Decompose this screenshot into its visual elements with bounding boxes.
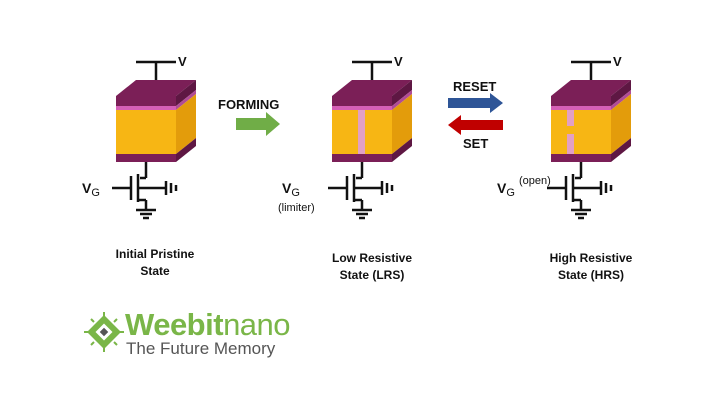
- filament-lower: [567, 134, 574, 154]
- weebit-logo: Weebitnano The Future Memory: [84, 307, 291, 358]
- top-face: [551, 80, 631, 96]
- memory-cell-pristine: [116, 80, 196, 162]
- v-label: V: [394, 54, 403, 69]
- memory-cell-lrs: [332, 80, 412, 162]
- top-face: [332, 80, 412, 96]
- top-face: [116, 80, 196, 96]
- set-label: SET: [463, 136, 488, 151]
- forming-label: FORMING: [218, 97, 279, 112]
- state-caption-line2: State: [140, 264, 170, 278]
- logo-wordmark: Weebitnano: [125, 307, 290, 342]
- top-electrode: [551, 96, 611, 106]
- vg-label: VG: [497, 180, 515, 199]
- side-bottom: [392, 138, 412, 162]
- cell-hrs: V: [497, 54, 633, 282]
- bottom-electrode: [551, 154, 611, 162]
- side-cap: [176, 80, 196, 106]
- access-transistor: [112, 162, 178, 220]
- limiter-label: (limiter): [278, 202, 315, 214]
- top-electrode: [332, 96, 392, 106]
- reset-label: RESET: [453, 79, 496, 94]
- side-cap: [392, 80, 412, 106]
- side-pink: [392, 90, 412, 110]
- side-cap: [611, 80, 631, 106]
- chip-icon: [84, 312, 124, 352]
- logo-tagline: The Future Memory: [126, 339, 276, 358]
- state-caption-line1: High Resistive: [550, 251, 633, 265]
- reset-arrow: [448, 93, 503, 113]
- vg-label: VG: [282, 180, 300, 199]
- pink-layer: [116, 106, 176, 110]
- top-electrode: [116, 96, 176, 106]
- state-caption-line2: State (LRS): [340, 268, 405, 282]
- reset-set-transition: RESET SET: [448, 79, 503, 151]
- bottom-electrode: [332, 154, 392, 162]
- state-caption-line2: State (HRS): [558, 268, 624, 282]
- pink-layer: [551, 106, 611, 110]
- bottom-electrode: [116, 154, 176, 162]
- side-oxide: [611, 94, 631, 154]
- memory-cell-hrs: [551, 80, 631, 162]
- side-bottom: [611, 138, 631, 162]
- oxide-layer: [551, 110, 611, 154]
- oxide-layer: [116, 110, 176, 154]
- forming-transition: FORMING: [218, 97, 280, 136]
- side-oxide: [392, 94, 412, 154]
- forming-arrow: [236, 112, 280, 136]
- side-pink: [611, 90, 631, 110]
- side-pink: [176, 90, 196, 110]
- side-bottom: [176, 138, 196, 162]
- cell-lrs: V VG: [278, 54, 412, 282]
- v-label: V: [178, 54, 187, 69]
- state-caption-line1: Low Resistive: [332, 251, 412, 265]
- filament-upper: [567, 110, 574, 126]
- conductive-filament: [358, 110, 365, 154]
- vg-label: VG: [82, 180, 100, 199]
- v-label: V: [613, 54, 622, 69]
- access-transistor: [547, 162, 613, 220]
- state-caption-line1: Initial Pristine: [116, 247, 195, 261]
- cell-pristine: V VG: [82, 54, 196, 278]
- access-transistor: [328, 162, 394, 220]
- open-label: (open): [519, 175, 551, 187]
- pink-layer: [332, 106, 392, 110]
- side-oxide: [176, 94, 196, 154]
- set-arrow: [448, 115, 503, 135]
